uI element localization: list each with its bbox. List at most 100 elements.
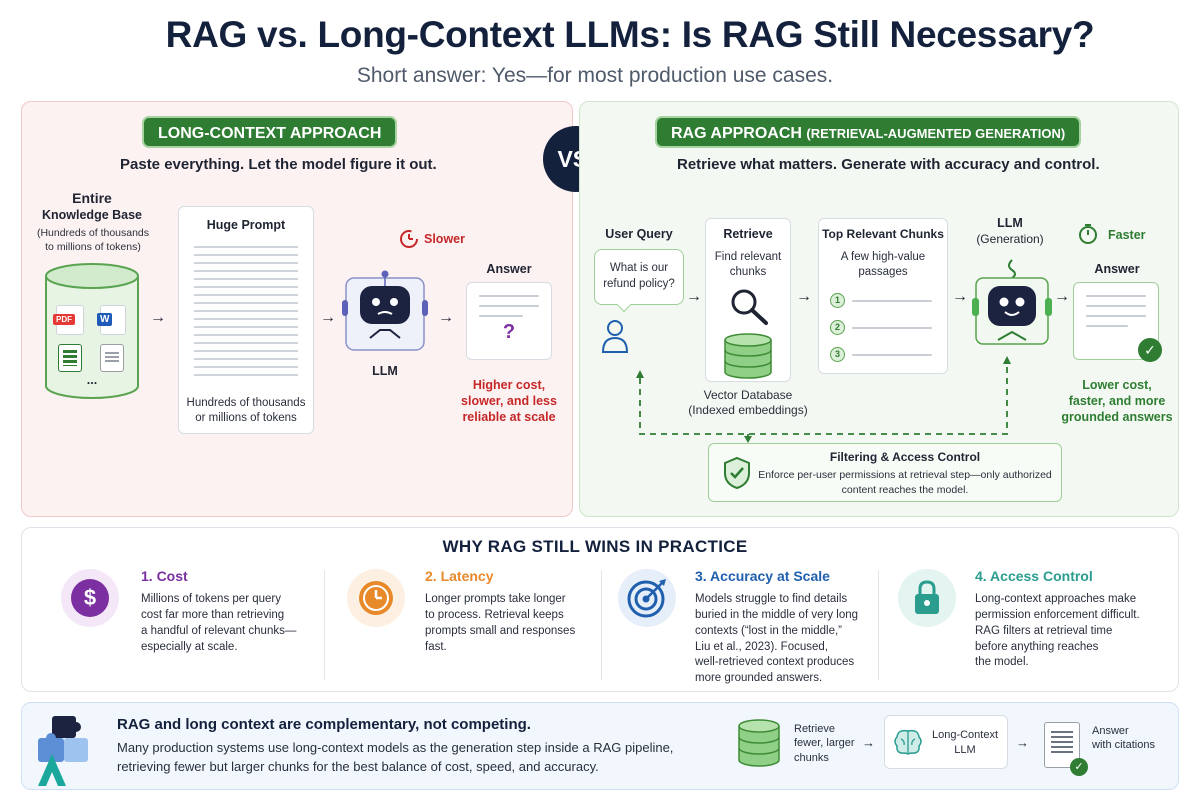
prompt-text-lines (194, 246, 298, 376)
complementary-text-2: retrieving fewer but larger chunks for t… (117, 759, 599, 774)
prompt-note-2: or millions of tokens (195, 412, 297, 424)
chunk-number: 2 (830, 320, 845, 335)
rag-outcome: Lower cost, (1082, 378, 1152, 392)
user-icon (601, 320, 629, 353)
kb-title-2: Knowledge Base (41, 208, 143, 222)
why-rag-title: WHY RAG STILL WINS IN PRACTICE (442, 537, 748, 556)
arrow-icon: → (438, 309, 454, 326)
query-text-2: refund policy? (603, 278, 675, 290)
arrow-icon: → (1016, 735, 1029, 750)
arrow-icon: → (320, 309, 336, 326)
complementary-heading: RAG and long context are complementary, … (117, 716, 531, 733)
rag-llm-sub: (Generation) (976, 232, 1044, 246)
dollar-icon: $ (71, 579, 109, 617)
cost-icon-circle: $ (61, 569, 119, 627)
page-subtitle: Short answer: Yes—for most production us… (356, 64, 834, 87)
rag-tagline: Retrieve what matters. Generate with acc… (677, 156, 1100, 173)
kb-more: ... (86, 373, 98, 387)
text-file-icon (100, 344, 124, 372)
divider (324, 570, 325, 680)
llm-label: LLM (372, 364, 398, 378)
lc-llm-label: Long-Context (931, 729, 999, 741)
lc-outcome-3: reliable at scale (462, 410, 556, 424)
lc-outcome-2: slower, and less (461, 394, 557, 408)
chunks-text-2: passages (858, 266, 908, 278)
faster-label: Faster (1108, 228, 1146, 242)
filtering-text-2: content reaches the model. (841, 484, 969, 496)
lc-llm-label-2: LLM (954, 744, 976, 756)
access-icon-circle (898, 569, 956, 627)
filtering-text: Enforce per-user permissions at retrieva… (758, 469, 1052, 481)
vector-db-label-2: (Indexed embeddings) (688, 403, 808, 417)
long-context-tagline: Paste everything. Let the model figure i… (120, 156, 437, 173)
latency-icon-circle (347, 569, 405, 627)
chunk-number: 1 (830, 293, 845, 308)
chunks-title: Top Relevant Chunks (822, 227, 944, 241)
kb-note: (Hundreds of thousands (36, 227, 150, 239)
rag-llm-title: LLM (997, 216, 1023, 230)
fast-clock-icon (1079, 224, 1097, 244)
divider (601, 570, 602, 680)
divider (878, 570, 879, 680)
arrow-icon: → (952, 288, 968, 305)
rag-outcome-3: grounded answers (1061, 410, 1173, 424)
search-icon (731, 289, 768, 325)
llm-robot-icon (342, 270, 428, 351)
filtering-box (708, 443, 1062, 502)
vector-db-label: Vector Database (703, 388, 793, 402)
shield-check-icon (724, 456, 750, 490)
database-icon (738, 719, 780, 767)
retrieve-title: Retrieve (723, 227, 773, 241)
huge-prompt-title: Huge Prompt (206, 218, 286, 232)
chunks-text: A few high-value (840, 251, 926, 263)
check-icon: ✓ (1070, 758, 1088, 776)
retrieve-text-2: chunks (729, 266, 767, 278)
spreadsheet-file-icon (58, 344, 82, 372)
answer-title: Answer (486, 262, 532, 276)
filtering-title: Filtering & Access Control (829, 450, 981, 464)
pdf-file-icon: PDF (53, 305, 84, 335)
retrieve-text: Find relevant (714, 251, 782, 263)
rag-outcome-2: faster, and more (1068, 394, 1166, 408)
arrow-icon: → (1054, 288, 1070, 305)
brain-icon (894, 729, 922, 755)
complementary-text: Many production systems use long-context… (117, 740, 674, 755)
lc-outcome: Higher cost, (472, 378, 546, 392)
rag-answer-title: Answer (1094, 262, 1140, 276)
rag-heading: RAG APPROACH (RETRIEVAL-AUGMENTED GENERA… (655, 116, 1082, 148)
arrow-icon: → (862, 735, 875, 750)
puzzle-logo-icon (38, 716, 88, 786)
chunk-line (852, 354, 932, 356)
arrow-icon: → (150, 309, 166, 326)
slower-label: Slower (424, 232, 465, 246)
user-query-title: User Query (605, 227, 673, 241)
vector-database-icon (724, 333, 772, 379)
page-title: RAG vs. Long-Context LLMs: Is RAG Still … (165, 14, 1095, 55)
prompt-note: Hundreds of thousands (186, 397, 306, 409)
latency-title: 2. Latency (425, 568, 494, 584)
slow-clock-icon (400, 230, 418, 248)
lock-icon (915, 580, 939, 614)
clock-icon (359, 581, 393, 615)
kb-title: Entire (72, 190, 112, 206)
chunk-line (852, 327, 932, 329)
access-control-loop (636, 356, 1011, 443)
target-icon (627, 579, 666, 618)
accuracy-icon-circle (618, 569, 676, 627)
access-title: 4. Access Control (975, 568, 1093, 584)
long-context-llm-box (884, 715, 1008, 769)
chunk-line (852, 300, 932, 302)
chunk-number: 3 (830, 347, 845, 362)
query-text: What is our (609, 262, 669, 274)
query-bubble (594, 249, 684, 305)
word-file-icon: W (97, 305, 126, 335)
cost-title: 1. Cost (141, 568, 188, 584)
rag-robot-icon (972, 259, 1052, 345)
accuracy-title: 3. Accuracy at Scale (695, 568, 830, 584)
